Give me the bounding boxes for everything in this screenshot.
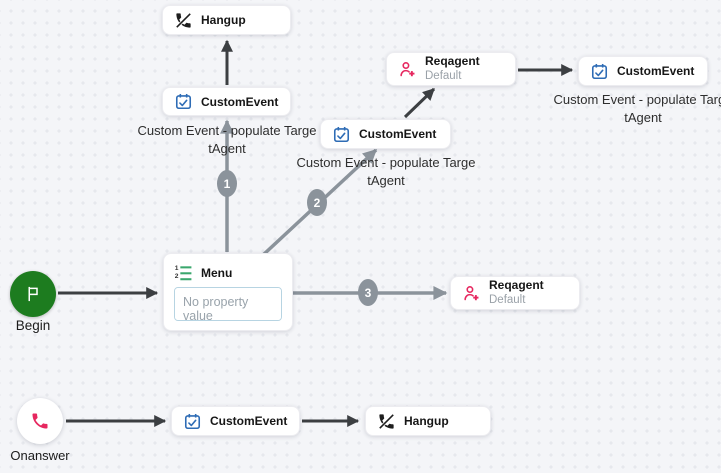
- node-customevent-bottom[interactable]: CustomEvent: [171, 406, 300, 436]
- node-title: CustomEvent: [201, 94, 279, 109]
- customevent-upper-caption: Custom Event - populate Targe tAgent: [137, 123, 317, 157]
- calendar-check-icon: [183, 412, 202, 431]
- node-title: CustomEvent: [359, 127, 437, 141]
- node-hangup-top[interactable]: Hangup: [162, 5, 291, 35]
- phone-icon: [30, 411, 50, 431]
- node-subtitle: Default: [425, 70, 462, 83]
- node-subtitle: Default: [489, 294, 526, 307]
- person-plus-icon: [462, 284, 481, 303]
- node-customevent-upper[interactable]: CustomEvent: [162, 87, 291, 116]
- node-reqagent-mid[interactable]: Reqagent Default: [450, 276, 580, 310]
- node-hangup-bottom[interactable]: Hangup: [365, 406, 491, 436]
- begin-label: Begin: [15, 318, 51, 333]
- person-plus-icon: [398, 60, 417, 79]
- flag-icon: [23, 284, 43, 304]
- svg-text:2: 2: [175, 273, 179, 280]
- node-customevent-topright[interactable]: CustomEvent: [578, 56, 708, 86]
- edge-badge-3[interactable]: 3: [358, 279, 378, 306]
- edge-badge-1[interactable]: 1: [217, 170, 237, 197]
- ordered-list-icon: 1 2: [174, 263, 193, 282]
- node-title: Hangup: [404, 414, 449, 428]
- onanswer-label: Onanswer: [10, 448, 70, 463]
- phone-hangup-icon: [377, 412, 396, 431]
- node-title: Menu: [201, 265, 233, 280]
- node-menu[interactable]: 1 2 Menu: [163, 253, 293, 331]
- onanswer-node[interactable]: [17, 398, 63, 444]
- calendar-check-icon: [590, 62, 609, 81]
- calendar-check-icon: [332, 125, 351, 144]
- begin-node[interactable]: [10, 271, 56, 317]
- edge-customevent-to-reqagent-top: [403, 87, 436, 119]
- node-title: CustomEvent: [617, 64, 695, 78]
- node-reqagent-top[interactable]: Reqagent Default: [386, 52, 516, 86]
- node-title: Reqagent: [489, 278, 544, 293]
- node-title: Hangup: [201, 13, 246, 27]
- node-title: CustomEvent: [210, 414, 288, 428]
- phone-hangup-icon: [174, 11, 193, 30]
- svg-text:1: 1: [175, 265, 179, 272]
- menu-property-input[interactable]: [174, 287, 282, 321]
- node-customevent-mid[interactable]: CustomEvent: [320, 119, 451, 149]
- calendar-check-icon: [174, 92, 193, 111]
- customevent-mid-caption: Custom Event - populate Targe tAgent: [296, 155, 476, 189]
- customevent-topright-caption: Custom Event - populate Targe tAgent: [553, 92, 721, 126]
- edge-badge-2[interactable]: 2: [307, 189, 327, 216]
- node-title: Reqagent: [425, 54, 480, 69]
